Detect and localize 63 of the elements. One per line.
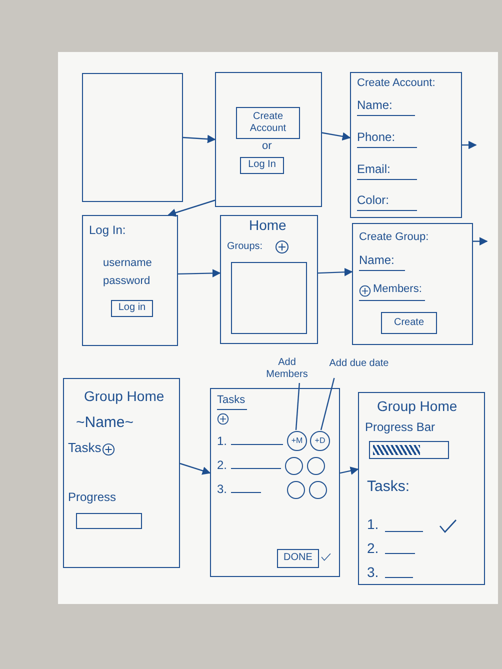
screen-text: ~Name~ bbox=[76, 415, 134, 430]
annotation-text: Add Members bbox=[256, 355, 318, 383]
button: Log In bbox=[240, 157, 284, 174]
arrow bbox=[318, 268, 353, 276]
list-area bbox=[76, 513, 142, 529]
screen-frame bbox=[82, 215, 178, 346]
arrow bbox=[178, 269, 221, 278]
add-button: +D bbox=[310, 431, 330, 451]
circle-button bbox=[287, 481, 305, 499]
screen-text: Progress Bar bbox=[365, 421, 436, 433]
button: Log in bbox=[111, 300, 153, 317]
screen-heading: Home bbox=[249, 218, 286, 232]
arrow bbox=[462, 140, 477, 150]
arrow bbox=[322, 132, 351, 141]
arrow bbox=[180, 462, 211, 475]
screen-text: 2. bbox=[217, 459, 228, 471]
screen-frame bbox=[358, 392, 485, 585]
screen-heading: Group Home bbox=[377, 399, 458, 413]
screen-heading: Create Account: bbox=[357, 78, 436, 89]
screen-text: Name: bbox=[357, 99, 392, 111]
arrow bbox=[340, 466, 359, 475]
screen-heading: Group Home bbox=[84, 389, 164, 403]
button: Create Account bbox=[236, 107, 300, 139]
screen-text: Tasks bbox=[68, 441, 102, 454]
screen-frame bbox=[210, 388, 340, 577]
circle-button bbox=[285, 457, 303, 475]
arrow bbox=[473, 237, 488, 246]
screen-frame bbox=[215, 72, 322, 207]
arrow bbox=[168, 200, 216, 217]
screen-text: Members: bbox=[373, 284, 422, 295]
screen-text: 2. bbox=[367, 541, 379, 555]
screen-heading: Create Group: bbox=[359, 232, 429, 243]
screen-text: 1. bbox=[367, 517, 379, 531]
screen-text: 3. bbox=[217, 483, 228, 495]
button: Create bbox=[381, 312, 437, 334]
screen-heading: Log In: bbox=[89, 224, 126, 236]
button: DONE bbox=[277, 549, 319, 568]
circle-button bbox=[309, 481, 327, 499]
screen-frame bbox=[63, 378, 180, 568]
screen-text: Email: bbox=[357, 163, 390, 175]
screen-text: username bbox=[103, 258, 152, 269]
screen-heading: Tasks bbox=[217, 395, 246, 406]
annotation-text: Add due date bbox=[328, 350, 390, 378]
screen-text: Phone: bbox=[357, 131, 396, 143]
screen-frame bbox=[350, 72, 462, 218]
screen-text: Color: bbox=[357, 194, 390, 206]
arrow bbox=[182, 134, 216, 144]
progress-bar bbox=[369, 441, 449, 459]
screen-text: Progress bbox=[68, 491, 116, 503]
screen-heading: or bbox=[262, 141, 272, 152]
screen-frame bbox=[220, 215, 318, 344]
screen-text: password bbox=[103, 276, 150, 287]
screen-text: Name: bbox=[359, 254, 394, 266]
screen-frame bbox=[82, 73, 183, 202]
screen-text: Groups: bbox=[227, 242, 263, 252]
leader-line bbox=[295, 382, 300, 430]
screen-frame bbox=[352, 223, 473, 345]
screen-text: 1. bbox=[217, 435, 228, 447]
add-button: +M bbox=[287, 431, 307, 451]
circle-button bbox=[307, 457, 325, 475]
screen-text: 3. bbox=[367, 565, 379, 579]
list-area bbox=[231, 262, 307, 334]
screen-text: Tasks: bbox=[367, 479, 410, 494]
